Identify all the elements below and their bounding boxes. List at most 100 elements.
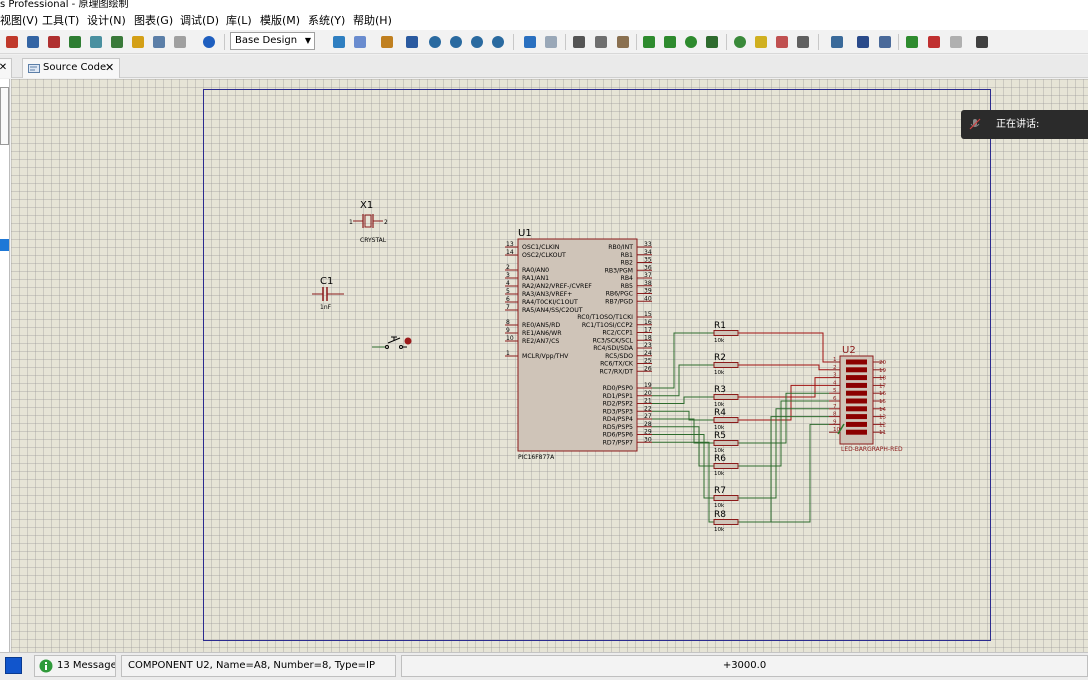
resistor-body[interactable]	[713, 362, 739, 368]
pan-icon[interactable]	[403, 33, 421, 51]
search-tag-icon[interactable]	[854, 33, 872, 51]
device-list-selected-item[interactable]	[0, 239, 9, 251]
u1-pin-name: MCLR/Vpp/THV	[522, 353, 569, 360]
close-icon[interactable]: ✕	[105, 61, 115, 74]
cut-icon[interactable]	[570, 33, 588, 51]
menu-graph[interactable]: 图表(G)	[134, 14, 174, 27]
resistor-body[interactable]	[713, 394, 739, 400]
resistor-body[interactable]	[713, 519, 739, 525]
toolbar-separator	[513, 34, 514, 50]
wire	[738, 332, 829, 363]
tab-source-code[interactable]: Source Code ✕	[22, 58, 120, 78]
menu-debug[interactable]: 调试(D)	[180, 14, 220, 27]
u1-pin-name: RD1/PSP1	[603, 393, 633, 400]
menu-help[interactable]: 帮助(H)	[353, 14, 392, 27]
zoom-in-icon[interactable]	[426, 33, 444, 51]
left-panel[interactable]	[0, 79, 10, 652]
copy-icon[interactable]	[592, 33, 610, 51]
crystal-x1[interactable]: X1 1 2 CRYSTAL	[349, 200, 388, 244]
u1-pin-number: 23	[644, 342, 652, 349]
u1-pin-name: RA5/AN4/SS/C2OUT	[522, 307, 583, 314]
package-tool-icon[interactable]	[773, 33, 791, 51]
design-select[interactable]: Base Design ▼	[230, 32, 315, 50]
resistor-body[interactable]	[713, 330, 739, 336]
block-delete-icon[interactable]	[703, 33, 721, 51]
block-rotate-icon[interactable]	[682, 33, 700, 51]
resistor-value: 10k	[714, 370, 725, 376]
pick-device-icon[interactable]	[731, 33, 749, 51]
zoom-out-icon[interactable]	[447, 33, 465, 51]
home-icon[interactable]	[3, 33, 21, 51]
resistor-body[interactable]	[713, 417, 739, 423]
new-sheet-icon[interactable]	[903, 33, 921, 51]
menu-template[interactable]: 模版(M)	[260, 14, 301, 27]
menu-tools[interactable]: 工具(T)	[42, 14, 80, 27]
wire	[652, 418, 714, 444]
resistor-body[interactable]	[713, 463, 739, 469]
gerber-icon[interactable]	[87, 33, 105, 51]
notes-icon[interactable]	[171, 33, 189, 51]
wire	[652, 332, 714, 389]
animation-control-icon[interactable]	[5, 657, 22, 674]
paste-icon[interactable]	[614, 33, 632, 51]
redo-icon[interactable]	[542, 33, 560, 51]
tab-schematic[interactable]: ✕	[0, 58, 12, 78]
menu-system[interactable]: 系统(Y)	[308, 14, 346, 27]
u1-ref: U1	[518, 228, 532, 239]
zoom-area-icon[interactable]	[489, 33, 507, 51]
messages-panel[interactable]: 13 Message...	[34, 655, 116, 677]
netlist-icon[interactable]	[973, 33, 991, 51]
menu-view[interactable]: 视图(V)	[0, 14, 39, 27]
u2-pin-number: 9	[833, 419, 837, 425]
decompose-icon[interactable]	[794, 33, 812, 51]
resistor-ref: R8	[714, 510, 726, 520]
wire	[652, 441, 714, 523]
property-tool-icon[interactable]	[876, 33, 894, 51]
origin-icon[interactable]	[378, 33, 396, 51]
exit-to-parent-icon[interactable]	[947, 33, 965, 51]
wire	[738, 416, 829, 523]
overview-window[interactable]	[0, 87, 9, 145]
undo-icon[interactable]	[521, 33, 539, 51]
block-move-icon[interactable]	[661, 33, 679, 51]
refresh-icon[interactable]	[330, 33, 348, 51]
toolbar-separator	[636, 34, 637, 50]
3d-icon[interactable]	[66, 33, 84, 51]
toolbar-separator	[224, 34, 225, 50]
grid-icon[interactable]	[351, 33, 369, 51]
make-device-icon[interactable]	[752, 33, 770, 51]
coordinate-value: +3000.0	[722, 660, 767, 671]
close-icon[interactable]: ✕	[0, 62, 8, 73]
design-explorer-icon[interactable]	[108, 33, 126, 51]
capacitor-c1[interactable]: C1 1nF	[312, 276, 344, 311]
u2-pin-number: 1	[833, 357, 837, 363]
menu-library[interactable]: 库(L)	[226, 14, 252, 27]
bom-icon[interactable]	[129, 33, 147, 51]
resistor-body[interactable]	[713, 440, 739, 446]
toolbar-separator	[898, 34, 899, 50]
u1-pin-name: RB6/PGC	[606, 291, 633, 298]
menu-design[interactable]: 设计(N)	[87, 14, 126, 27]
pcb-icon[interactable]	[45, 33, 63, 51]
schematic-icon[interactable]	[24, 33, 42, 51]
u1-pin-number: 20	[644, 390, 652, 397]
u1-pin-name: RD4/PSP4	[603, 416, 633, 423]
push-button[interactable]	[372, 336, 412, 349]
resistor-value: 10k	[714, 425, 725, 431]
u1-pin-name: RB7/PGD	[605, 298, 633, 305]
resistor-ref: R7	[714, 486, 726, 496]
led-segment	[846, 429, 867, 435]
remove-sheet-icon[interactable]	[925, 33, 943, 51]
resistor-body[interactable]	[713, 495, 739, 501]
source-code-icon[interactable]	[150, 33, 168, 51]
zoom-all-icon[interactable]	[468, 33, 486, 51]
wire-autorouter-icon[interactable]	[828, 33, 846, 51]
speaking-notification: 正在讲话:	[961, 110, 1088, 139]
wire	[652, 396, 714, 404]
block-copy-icon[interactable]	[640, 33, 658, 51]
help-icon[interactable]	[200, 33, 218, 51]
schematic-canvas[interactable]: X1 1 2 CRYSTAL C1 1nF	[11, 79, 1088, 652]
